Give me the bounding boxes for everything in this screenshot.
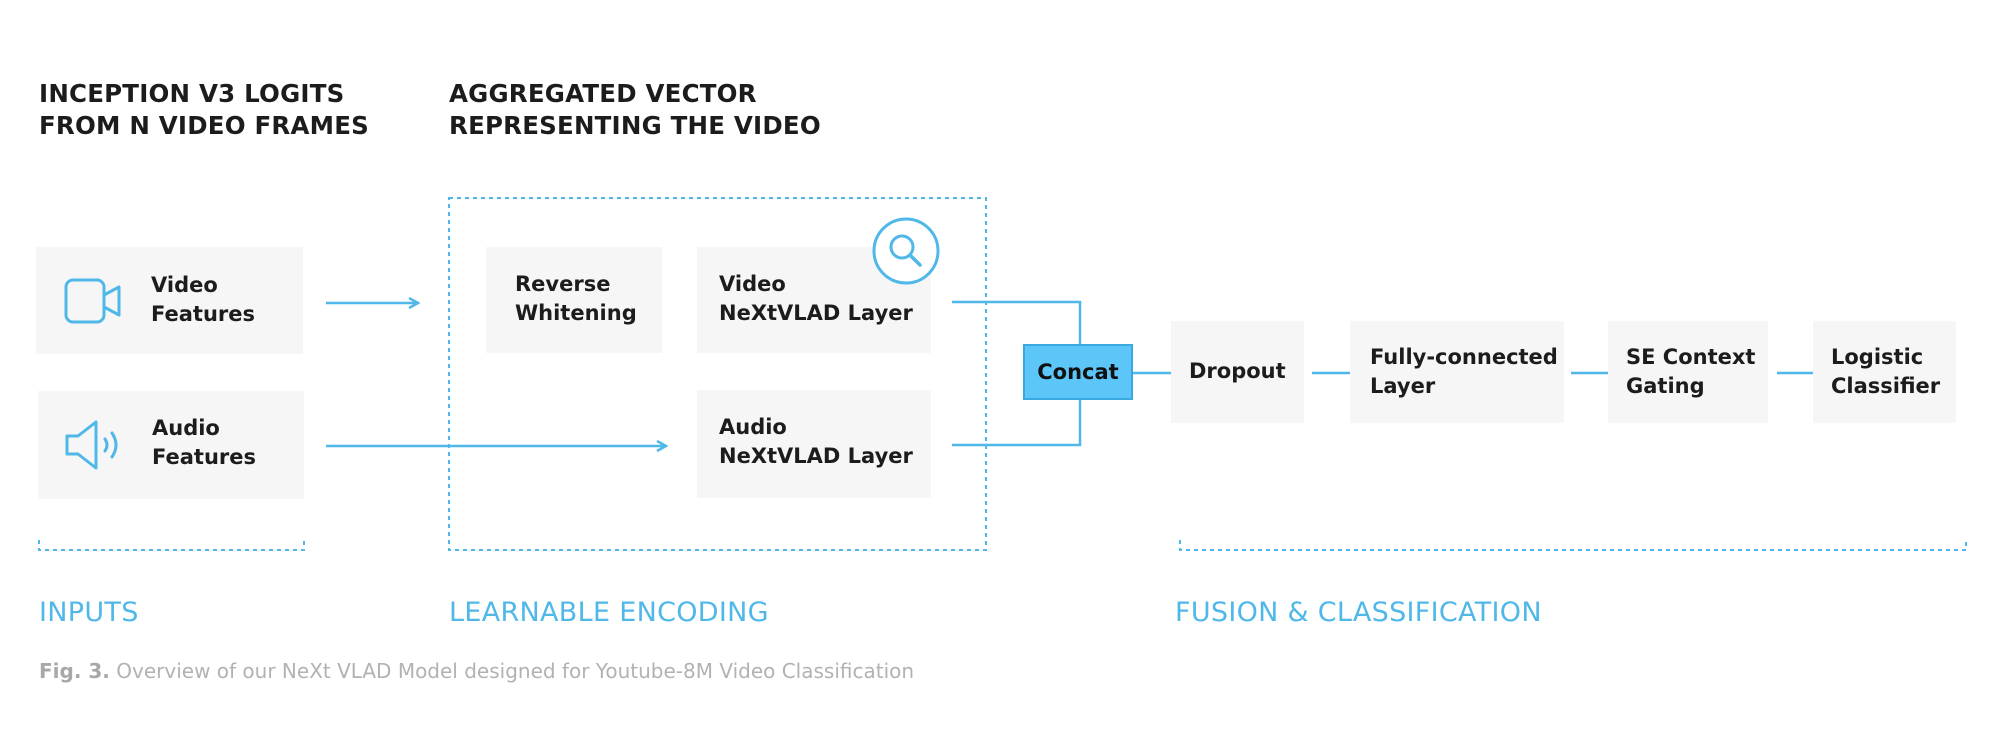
dropout-box[interactable]: Dropout: [1171, 321, 1304, 423]
concat-label: Concat: [1037, 360, 1119, 384]
video-features-line1: Video: [151, 273, 218, 297]
inputs-heading: INCEPTION V3 LOGITS FROM N VIDEO FRAMES: [39, 78, 369, 142]
logistic-classifier-label: Logistic Classifier: [1831, 343, 1940, 401]
logistic-classifier-line2: Classifier: [1831, 374, 1941, 398]
audio-features-line1: Audio: [152, 416, 220, 440]
se-gating-box[interactable]: SE Context Gating: [1608, 321, 1768, 423]
video-nextvlad-label: Video NeXtVLAD Layer: [719, 270, 913, 328]
se-gating-line2: Gating: [1626, 374, 1705, 398]
audio-features-label: Audio Features: [152, 414, 256, 472]
wire-audio-to-concat: [952, 399, 1082, 447]
dropout-label: Dropout: [1189, 359, 1286, 383]
reverse-whitening-box[interactable]: Reverse Whitening: [486, 247, 662, 353]
video-nextvlad-line2: NeXtVLAD Layer: [719, 301, 913, 325]
reverse-whitening-line2: Whitening: [515, 301, 637, 325]
inputs-heading-line2: FROM N VIDEO FRAMES: [39, 111, 370, 140]
inputs-bracket: [38, 540, 305, 551]
video-features-line2: Features: [151, 302, 255, 326]
encoding-heading: AGGREGATED VECTOR REPRESENTING THE VIDEO: [449, 78, 821, 142]
audio-nextvlad-box[interactable]: Audio NeXtVLAD Layer: [697, 390, 931, 498]
encoding-heading-line1: AGGREGATED VECTOR: [449, 79, 757, 108]
se-gating-line1: SE Context: [1626, 345, 1756, 369]
caption-label: Fig. 3.: [39, 659, 110, 683]
section-label-fusion: FUSION & CLASSIFICATION: [1175, 597, 1542, 628]
se-gating-label: SE Context Gating: [1626, 343, 1755, 401]
audio-nextvlad-label: Audio NeXtVLAD Layer: [719, 413, 913, 471]
section-label-encoding: LEARNABLE ENCODING: [449, 597, 769, 628]
concat-node[interactable]: Concat: [1023, 344, 1133, 400]
reverse-whitening-label: Reverse Whitening: [515, 270, 637, 328]
fully-connected-line1: Fully-connected: [1370, 345, 1558, 369]
wire-video-to-concat: [952, 300, 1082, 345]
fully-connected-box[interactable]: Fully-connected Layer: [1350, 321, 1564, 423]
video-nextvlad-line1: Video: [719, 272, 786, 296]
logistic-classifier-line1: Logistic: [1831, 345, 1924, 369]
figure-caption: Fig. 3. Overview of our NeXt VLAD Model …: [39, 659, 914, 683]
audio-features-box[interactable]: Audio Features: [38, 391, 304, 499]
fully-connected-line2: Layer: [1370, 374, 1436, 398]
magnifier-icon[interactable]: [871, 216, 941, 286]
inputs-heading-line1: INCEPTION V3 LOGITS: [39, 79, 345, 108]
fully-connected-label: Fully-connected Layer: [1370, 343, 1558, 401]
audio-features-line2: Features: [152, 445, 256, 469]
reverse-whitening-line1: Reverse: [515, 272, 611, 296]
caption-text: Overview of our NeXt VLAD Model designed…: [109, 659, 915, 683]
video-camera-icon: [64, 278, 121, 324]
audio-nextvlad-line1: Audio: [719, 415, 787, 439]
logistic-classifier-box[interactable]: Logistic Classifier: [1813, 321, 1956, 423]
video-features-box[interactable]: Video Features: [36, 247, 303, 354]
speaker-icon: [65, 420, 118, 470]
encoding-heading-line2: REPRESENTING THE VIDEO: [449, 111, 821, 140]
encoding-frame: [448, 197, 987, 551]
fusion-bracket: [1179, 540, 1967, 551]
audio-nextvlad-line2: NeXtVLAD Layer: [719, 444, 913, 468]
video-features-label: Video Features: [151, 271, 255, 329]
section-label-inputs: INPUTS: [39, 597, 139, 628]
